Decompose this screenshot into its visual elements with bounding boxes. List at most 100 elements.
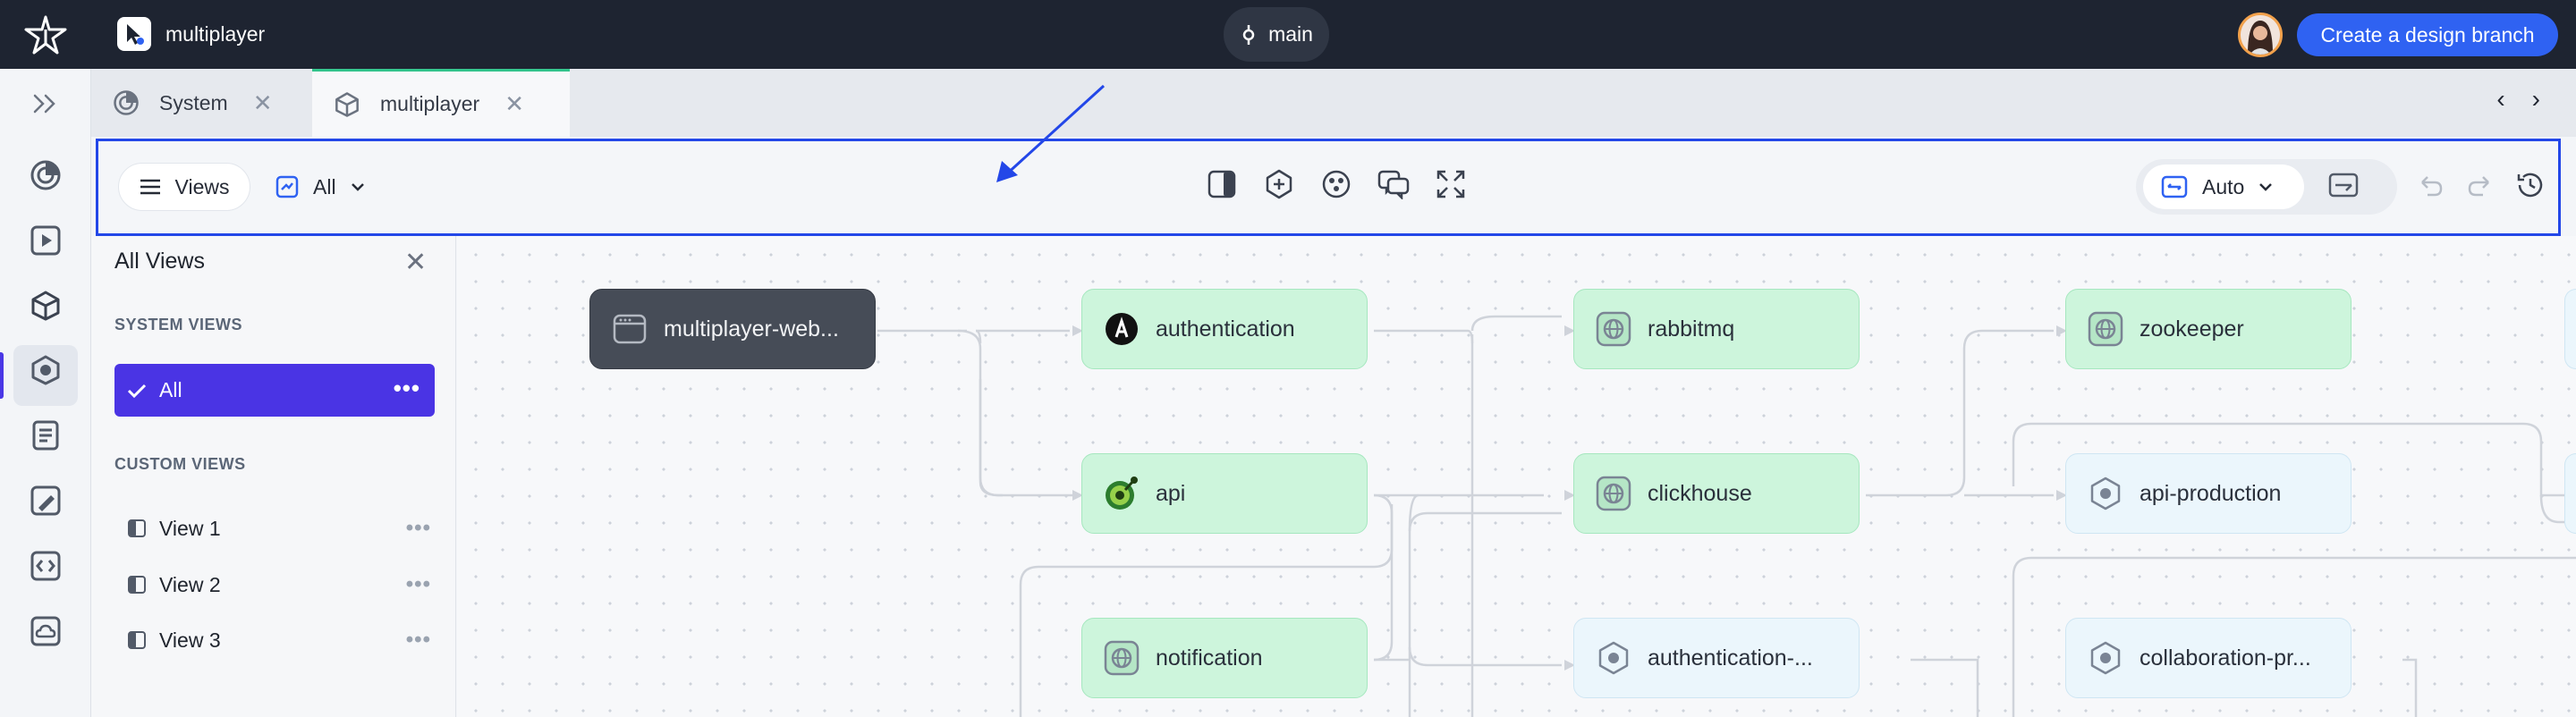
layout-selector: Auto [2136, 159, 2397, 215]
view-label: All [159, 378, 182, 401]
hexagon-icon [2088, 640, 2123, 676]
service-node[interactable]: authentication-... [1573, 618, 1860, 698]
fit-to-screen-icon[interactable] [1435, 168, 1467, 200]
avatar[interactable] [2238, 13, 2283, 57]
chevron-down-icon [351, 183, 364, 191]
views-button[interactable]: Views [118, 163, 250, 211]
view-panel-icon [128, 519, 146, 537]
comments-icon[interactable] [1377, 168, 1410, 200]
node-label: rabbitmq [1648, 316, 1735, 342]
layout-label: Auto [2202, 174, 2245, 198]
views-panel: All Views ✕ SYSTEM VIEWS All ••• CUSTOM … [91, 236, 456, 717]
service-node-partial[interactable] [2564, 289, 2576, 369]
hexagon-icon [2088, 476, 2123, 511]
project-selector[interactable]: multiplayer [117, 17, 265, 51]
expand-sidebar-icon[interactable] [29, 87, 63, 121]
service-node[interactable]: api-production [2065, 453, 2351, 534]
star-logo-icon [24, 15, 67, 54]
custom-views-label: CUSTOM VIEWS [114, 455, 246, 473]
more-options-icon[interactable]: ••• [405, 572, 431, 596]
check-icon [127, 384, 147, 398]
diagram-canvas[interactable]: multiplayer-web... authentication api no… [457, 236, 2576, 717]
service-node[interactable]: authentication [1081, 289, 1368, 369]
tool-icons-group [1206, 168, 1467, 200]
system-views-label: SYSTEM VIEWS [114, 316, 243, 333]
tab-label: multiplayer [380, 92, 480, 115]
connection-lines [877, 315, 2576, 717]
node-label: api [1156, 480, 1186, 506]
create-design-branch-button[interactable]: Create a design branch [2297, 13, 2558, 56]
view-item[interactable]: View 3 ••• [127, 622, 431, 658]
gauge-icon[interactable] [29, 158, 63, 192]
cube-icon [335, 91, 359, 117]
app-logo[interactable] [0, 0, 91, 69]
cube-icon[interactable] [29, 289, 63, 323]
layout-dropdown[interactable]: Auto [2143, 164, 2304, 209]
node-label: collaboration-pr... [2140, 645, 2311, 671]
hexagon-icon [1596, 640, 1631, 676]
more-options-icon[interactable]: ••• [405, 628, 431, 652]
more-options-icon[interactable]: ••• [393, 375, 420, 401]
service-node[interactable]: rabbitmq [1573, 289, 1860, 369]
service-node-partial[interactable] [2564, 453, 2576, 534]
node-label: authentication-... [1648, 645, 1813, 671]
code-icon[interactable] [29, 549, 63, 583]
tab-multiplayer[interactable]: multiplayer ✕ [312, 69, 570, 137]
service-node[interactable]: zookeeper [2065, 289, 2351, 369]
view-panel-icon [128, 631, 146, 649]
tab-navigation: ‹ › [2496, 85, 2540, 114]
close-icon[interactable]: ✕ [404, 248, 428, 277]
view-item[interactable]: View 2 ••• [127, 567, 431, 603]
undo-icon[interactable] [2415, 170, 2445, 205]
service-node[interactable]: collaboration-pr... [2065, 618, 2351, 698]
add-component-icon[interactable] [1263, 168, 1295, 200]
node-label: notification [1156, 645, 1263, 671]
cursor-icon [117, 17, 151, 51]
web-app-icon [612, 311, 648, 347]
chevron-down-icon [2259, 183, 2273, 191]
manual-layout-icon[interactable] [2327, 171, 2360, 206]
view-label: View 3 [159, 628, 221, 652]
hexagon-component-icon[interactable] [29, 353, 63, 387]
views-label: Views [174, 174, 230, 198]
document-icon[interactable] [29, 418, 63, 452]
view-label: View 2 [159, 572, 221, 596]
view-item[interactable]: View 1 ••• [127, 510, 431, 546]
redo-icon[interactable] [2465, 170, 2496, 205]
branch-selector[interactable]: main [1224, 7, 1329, 62]
project-name: multiplayer [165, 21, 266, 46]
cluster-icon[interactable] [1320, 168, 1352, 200]
annotation-arrow [996, 84, 1106, 182]
panel-toggle-icon[interactable] [1206, 168, 1238, 200]
close-tab-icon[interactable]: ✕ [504, 90, 525, 117]
cloud-icon[interactable] [29, 614, 63, 648]
globe-icon [1596, 311, 1631, 347]
tab-system[interactable]: System ✕ [91, 69, 306, 137]
chevron-right-icon[interactable]: › [2531, 85, 2540, 113]
more-options-icon[interactable]: ••• [405, 516, 431, 540]
auth0-icon [1104, 311, 1140, 347]
chevron-left-icon[interactable]: ‹ [2496, 85, 2505, 113]
close-tab-icon[interactable]: ✕ [252, 89, 273, 116]
play-icon[interactable] [29, 224, 63, 257]
branch-icon [1242, 24, 1255, 45]
history-icon[interactable] [2515, 170, 2546, 205]
service-node[interactable]: multiplayer-web... [589, 289, 876, 369]
side-rail [0, 69, 91, 717]
gauge-icon [114, 90, 139, 115]
history-controls [2415, 170, 2546, 205]
service-node[interactable]: clickhouse [1573, 453, 1860, 534]
panel-title: All Views [114, 249, 205, 274]
filter-dropdown[interactable]: All [275, 163, 365, 211]
sketch-icon[interactable] [29, 484, 63, 518]
auto-layout-icon [2161, 175, 2188, 198]
node-label: api-production [2140, 480, 2282, 506]
node-label: multiplayer-web... [664, 316, 839, 342]
menu-icon [140, 179, 160, 195]
globe-icon [1596, 476, 1631, 511]
service-node[interactable]: api [1081, 453, 1368, 534]
rail-active-indicator [0, 352, 4, 399]
api-icon [1104, 476, 1140, 511]
view-item-all[interactable]: All ••• [114, 364, 435, 417]
service-node[interactable]: notification [1081, 618, 1368, 698]
